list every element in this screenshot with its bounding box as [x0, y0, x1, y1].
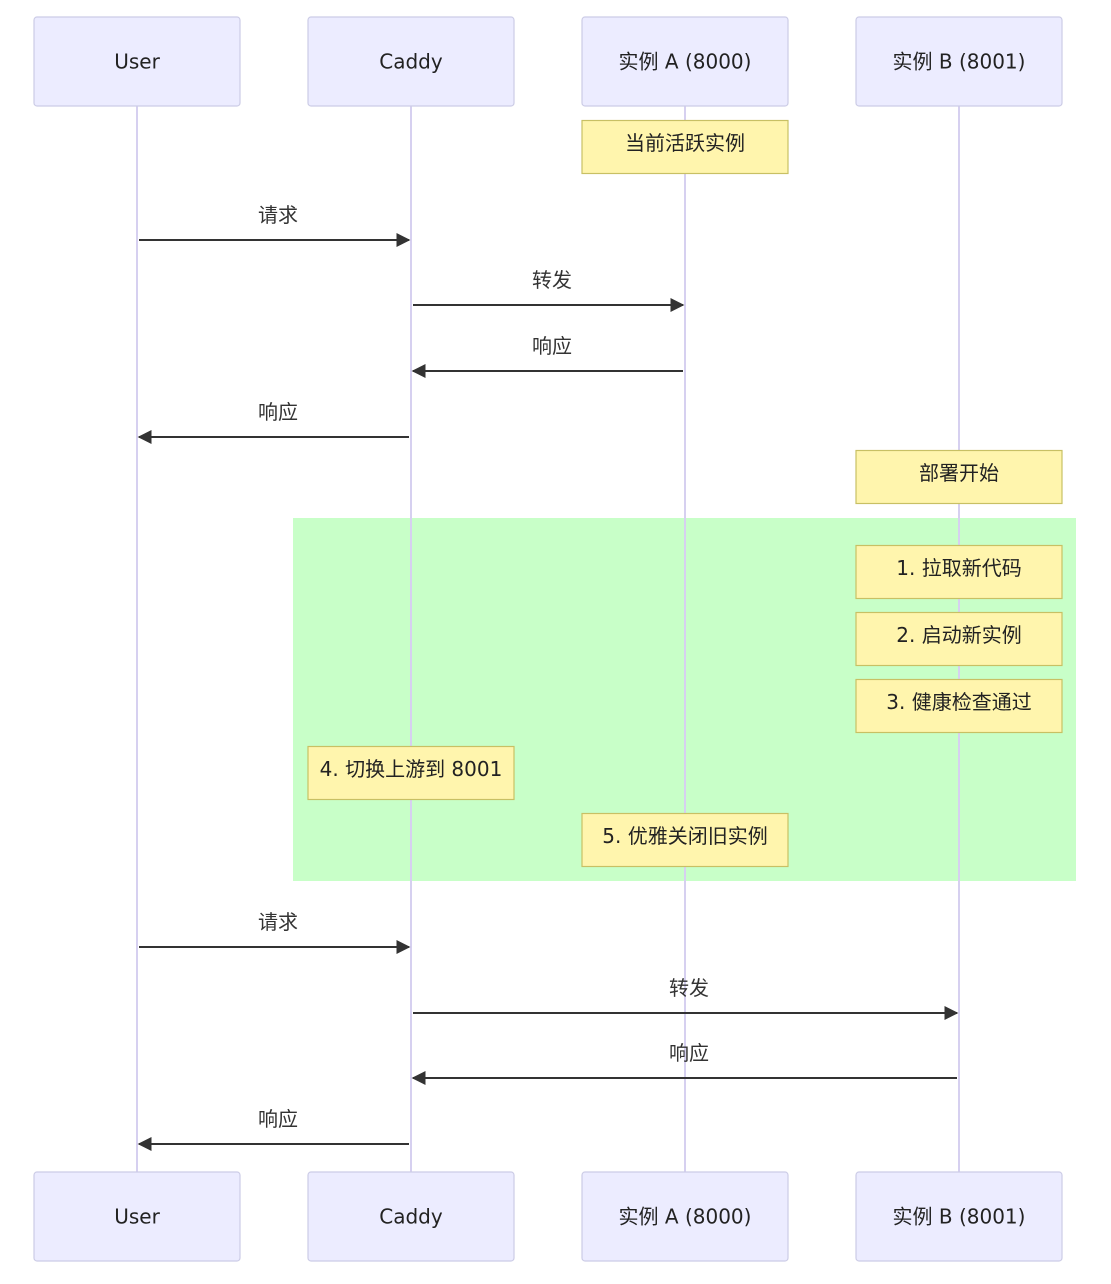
note-text: 当前活跃实例 — [625, 131, 745, 155]
participant-label: User — [114, 1205, 160, 1229]
participant-b-bottom: 实例 B (8001) — [855, 1171, 1063, 1262]
participant-label: User — [114, 50, 160, 74]
note-box — [307, 745, 515, 801]
participant-label: 实例 A (8000) — [619, 1205, 752, 1229]
note-box — [855, 611, 1063, 667]
participant-box — [307, 16, 515, 107]
message-3: 转发 — [413, 268, 685, 312]
note-6: 部署开始 — [855, 449, 1063, 505]
message-4: 响应 — [411, 334, 683, 378]
message-label: 响应 — [258, 400, 298, 424]
participant-box — [581, 16, 789, 107]
note-text: 1. 拉取新代码 — [896, 556, 1021, 580]
message-label: 转发 — [532, 268, 572, 292]
note-10: 4. 切换上游到 8001 — [307, 745, 515, 801]
note-text: 4. 切换上游到 8001 — [320, 757, 503, 781]
participant-label: 实例 B (8001) — [893, 50, 1026, 74]
note-box — [855, 449, 1063, 505]
message-2: 请求 — [139, 203, 411, 247]
message-label: 请求 — [258, 910, 298, 934]
message-label: 转发 — [669, 976, 709, 1000]
note-box — [581, 812, 789, 868]
participant-user-bottom: User — [33, 1171, 241, 1262]
participant-user-top: User — [33, 16, 241, 107]
note-box — [855, 678, 1063, 734]
message-12: 请求 — [139, 910, 411, 954]
note-1: 当前活跃实例 — [581, 119, 789, 175]
participant-a-bottom: 实例 A (8000) — [581, 1171, 789, 1262]
note-11: 5. 优雅关闭旧实例 — [581, 812, 789, 868]
note-box — [581, 119, 789, 175]
participant-box — [33, 16, 241, 107]
participant-box — [581, 1171, 789, 1262]
participant-label: Caddy — [379, 50, 443, 74]
participant-caddy-top: Caddy — [307, 16, 515, 107]
message-label: 请求 — [258, 203, 298, 227]
participant-box — [307, 1171, 515, 1262]
message-label: 响应 — [258, 1107, 298, 1131]
participant-box — [855, 16, 1063, 107]
participant-label: 实例 A (8000) — [619, 50, 752, 74]
participant-label: 实例 B (8001) — [893, 1205, 1026, 1229]
participant-caddy-bottom: Caddy — [307, 1171, 515, 1262]
participant-b-top: 实例 B (8001) — [855, 16, 1063, 107]
note-box — [855, 544, 1063, 600]
message-5: 响应 — [137, 400, 409, 444]
note-8: 2. 启动新实例 — [855, 611, 1063, 667]
participant-box — [33, 1171, 241, 1262]
note-7: 1. 拉取新代码 — [855, 544, 1063, 600]
note-text: 2. 启动新实例 — [896, 623, 1021, 647]
message-label: 响应 — [532, 334, 572, 358]
participant-label: Caddy — [379, 1205, 443, 1229]
participant-box — [855, 1171, 1063, 1262]
note-9: 3. 健康检查通过 — [855, 678, 1063, 734]
participant-a-top: 实例 A (8000) — [581, 16, 789, 107]
message-label: 响应 — [669, 1041, 709, 1065]
message-13: 转发 — [413, 976, 959, 1020]
note-text: 5. 优雅关闭旧实例 — [602, 824, 767, 848]
note-text: 3. 健康检查通过 — [886, 690, 1031, 714]
message-15: 响应 — [137, 1107, 409, 1151]
note-text: 部署开始 — [919, 461, 999, 485]
message-14: 响应 — [411, 1041, 957, 1085]
